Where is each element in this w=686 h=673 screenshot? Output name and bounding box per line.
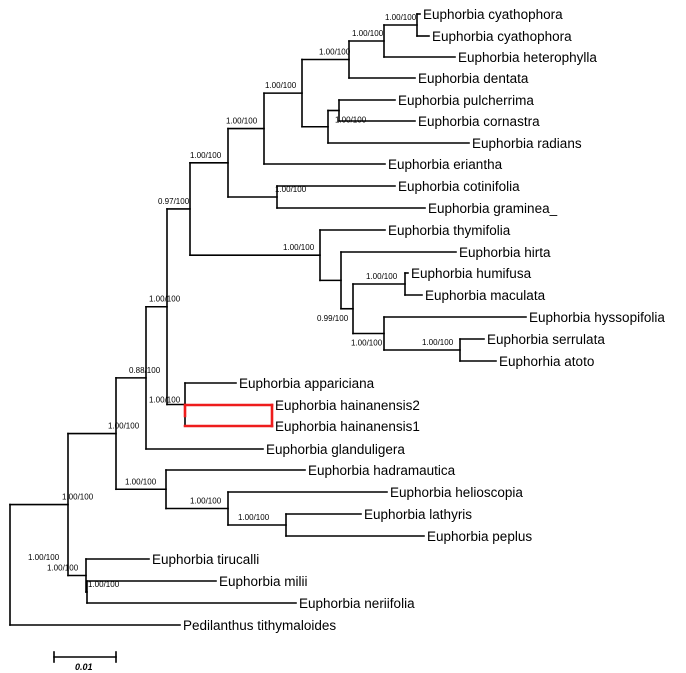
support-value: 1.00/100 bbox=[319, 48, 351, 57]
tip-label: Euphorbia hadramautica bbox=[308, 463, 456, 478]
support-value: 1.00/100 bbox=[62, 493, 94, 502]
tip-label: Euphorbia milii bbox=[219, 574, 308, 589]
support-value: 1.00/100 bbox=[238, 513, 270, 522]
support-value: 1.00/100 bbox=[366, 272, 398, 281]
support-value: 1.00/100 bbox=[190, 497, 222, 506]
scale-bar: 0.01 bbox=[53, 651, 117, 672]
tip-label: Euphorbia hyssopifolia bbox=[529, 310, 665, 325]
support-value: 1.00/100 bbox=[88, 580, 120, 589]
tip-label: Euphorbia appariciana bbox=[239, 376, 375, 391]
tip-label: Euphorhia atoto bbox=[499, 354, 594, 369]
support-value: 1.00/100 bbox=[28, 553, 60, 562]
tip-label: Euphorbia dentata bbox=[418, 71, 529, 86]
support-value: 1.00/100 bbox=[422, 338, 454, 347]
support-value: 1.00/100 bbox=[47, 564, 79, 573]
tip-label: Euphorbia cyathophora bbox=[432, 29, 572, 44]
tip-label: Euphorbia cornastra bbox=[418, 114, 540, 129]
support-value: 0.88/100 bbox=[129, 366, 161, 375]
tree-branches bbox=[9, 13, 527, 626]
tip-label: Euphorbia hainanensis2 bbox=[275, 398, 420, 413]
tip-label: Euphorbia hainanensis1 bbox=[275, 419, 420, 434]
tip-label: Euphorbia thymifolia bbox=[388, 223, 511, 238]
support-value: 1.00/100 bbox=[125, 477, 157, 486]
support-value: 1.00/100 bbox=[335, 116, 367, 125]
support-value: 1.00/100 bbox=[226, 117, 258, 126]
tip-label: Euphorbia heterophylla bbox=[458, 50, 597, 65]
tip-label: Euphorbia serrulata bbox=[487, 332, 605, 347]
tip-label: Euphorbia graminea_ bbox=[428, 201, 558, 216]
tip-label: Euphorbia tirucalli bbox=[152, 552, 259, 567]
support-value: 1.00/100 bbox=[265, 81, 297, 90]
support-value: 1.00/100 bbox=[351, 339, 383, 348]
support-value: 1.00/100 bbox=[108, 422, 140, 431]
tip-label: Euphorbia humifusa bbox=[411, 266, 532, 281]
tip-label: Euphorbia cotinifolia bbox=[398, 179, 520, 194]
tip-label: Euphorbia peplus bbox=[427, 529, 532, 544]
scale-bar-label: 0.01 bbox=[75, 662, 93, 672]
support-value: 1.00/100 bbox=[385, 13, 417, 22]
tip-label: Euphorbia lathyris bbox=[364, 507, 472, 522]
tip-label: Euphorbia maculata bbox=[425, 288, 546, 303]
support-value: 1.00/100 bbox=[352, 29, 384, 38]
support-value: 0.97/100 bbox=[158, 197, 190, 206]
support-value: 1.00/100 bbox=[190, 151, 222, 160]
tip-label: Euphorbia hirta bbox=[459, 245, 551, 260]
tip-label: Euphorbia eriantha bbox=[388, 157, 503, 172]
tip-label: Euphorbia glanduligera bbox=[266, 442, 405, 457]
support-value: 1.00/100 bbox=[149, 396, 181, 405]
support-value: 1.00/100 bbox=[149, 295, 181, 304]
support-value: 0.99/100 bbox=[317, 314, 349, 323]
tip-label: Euphorbia cyathophora bbox=[423, 7, 563, 22]
support-value: 1.00/100 bbox=[283, 243, 315, 252]
tip-label: Euphorbia helioscopia bbox=[390, 485, 523, 500]
tip-label: Euphorbia radians bbox=[472, 136, 582, 151]
tip-label: Euphorbia pulcherrima bbox=[398, 93, 534, 108]
support-values: 1.00/1001.00/1001.00/1001.00/1001.00/100… bbox=[28, 13, 454, 589]
tip-label: Euphorbia neriifolia bbox=[299, 596, 415, 611]
support-value: 1.00/100 bbox=[275, 185, 307, 194]
tip-label: Pedilanthus tithymaloides bbox=[183, 618, 336, 633]
